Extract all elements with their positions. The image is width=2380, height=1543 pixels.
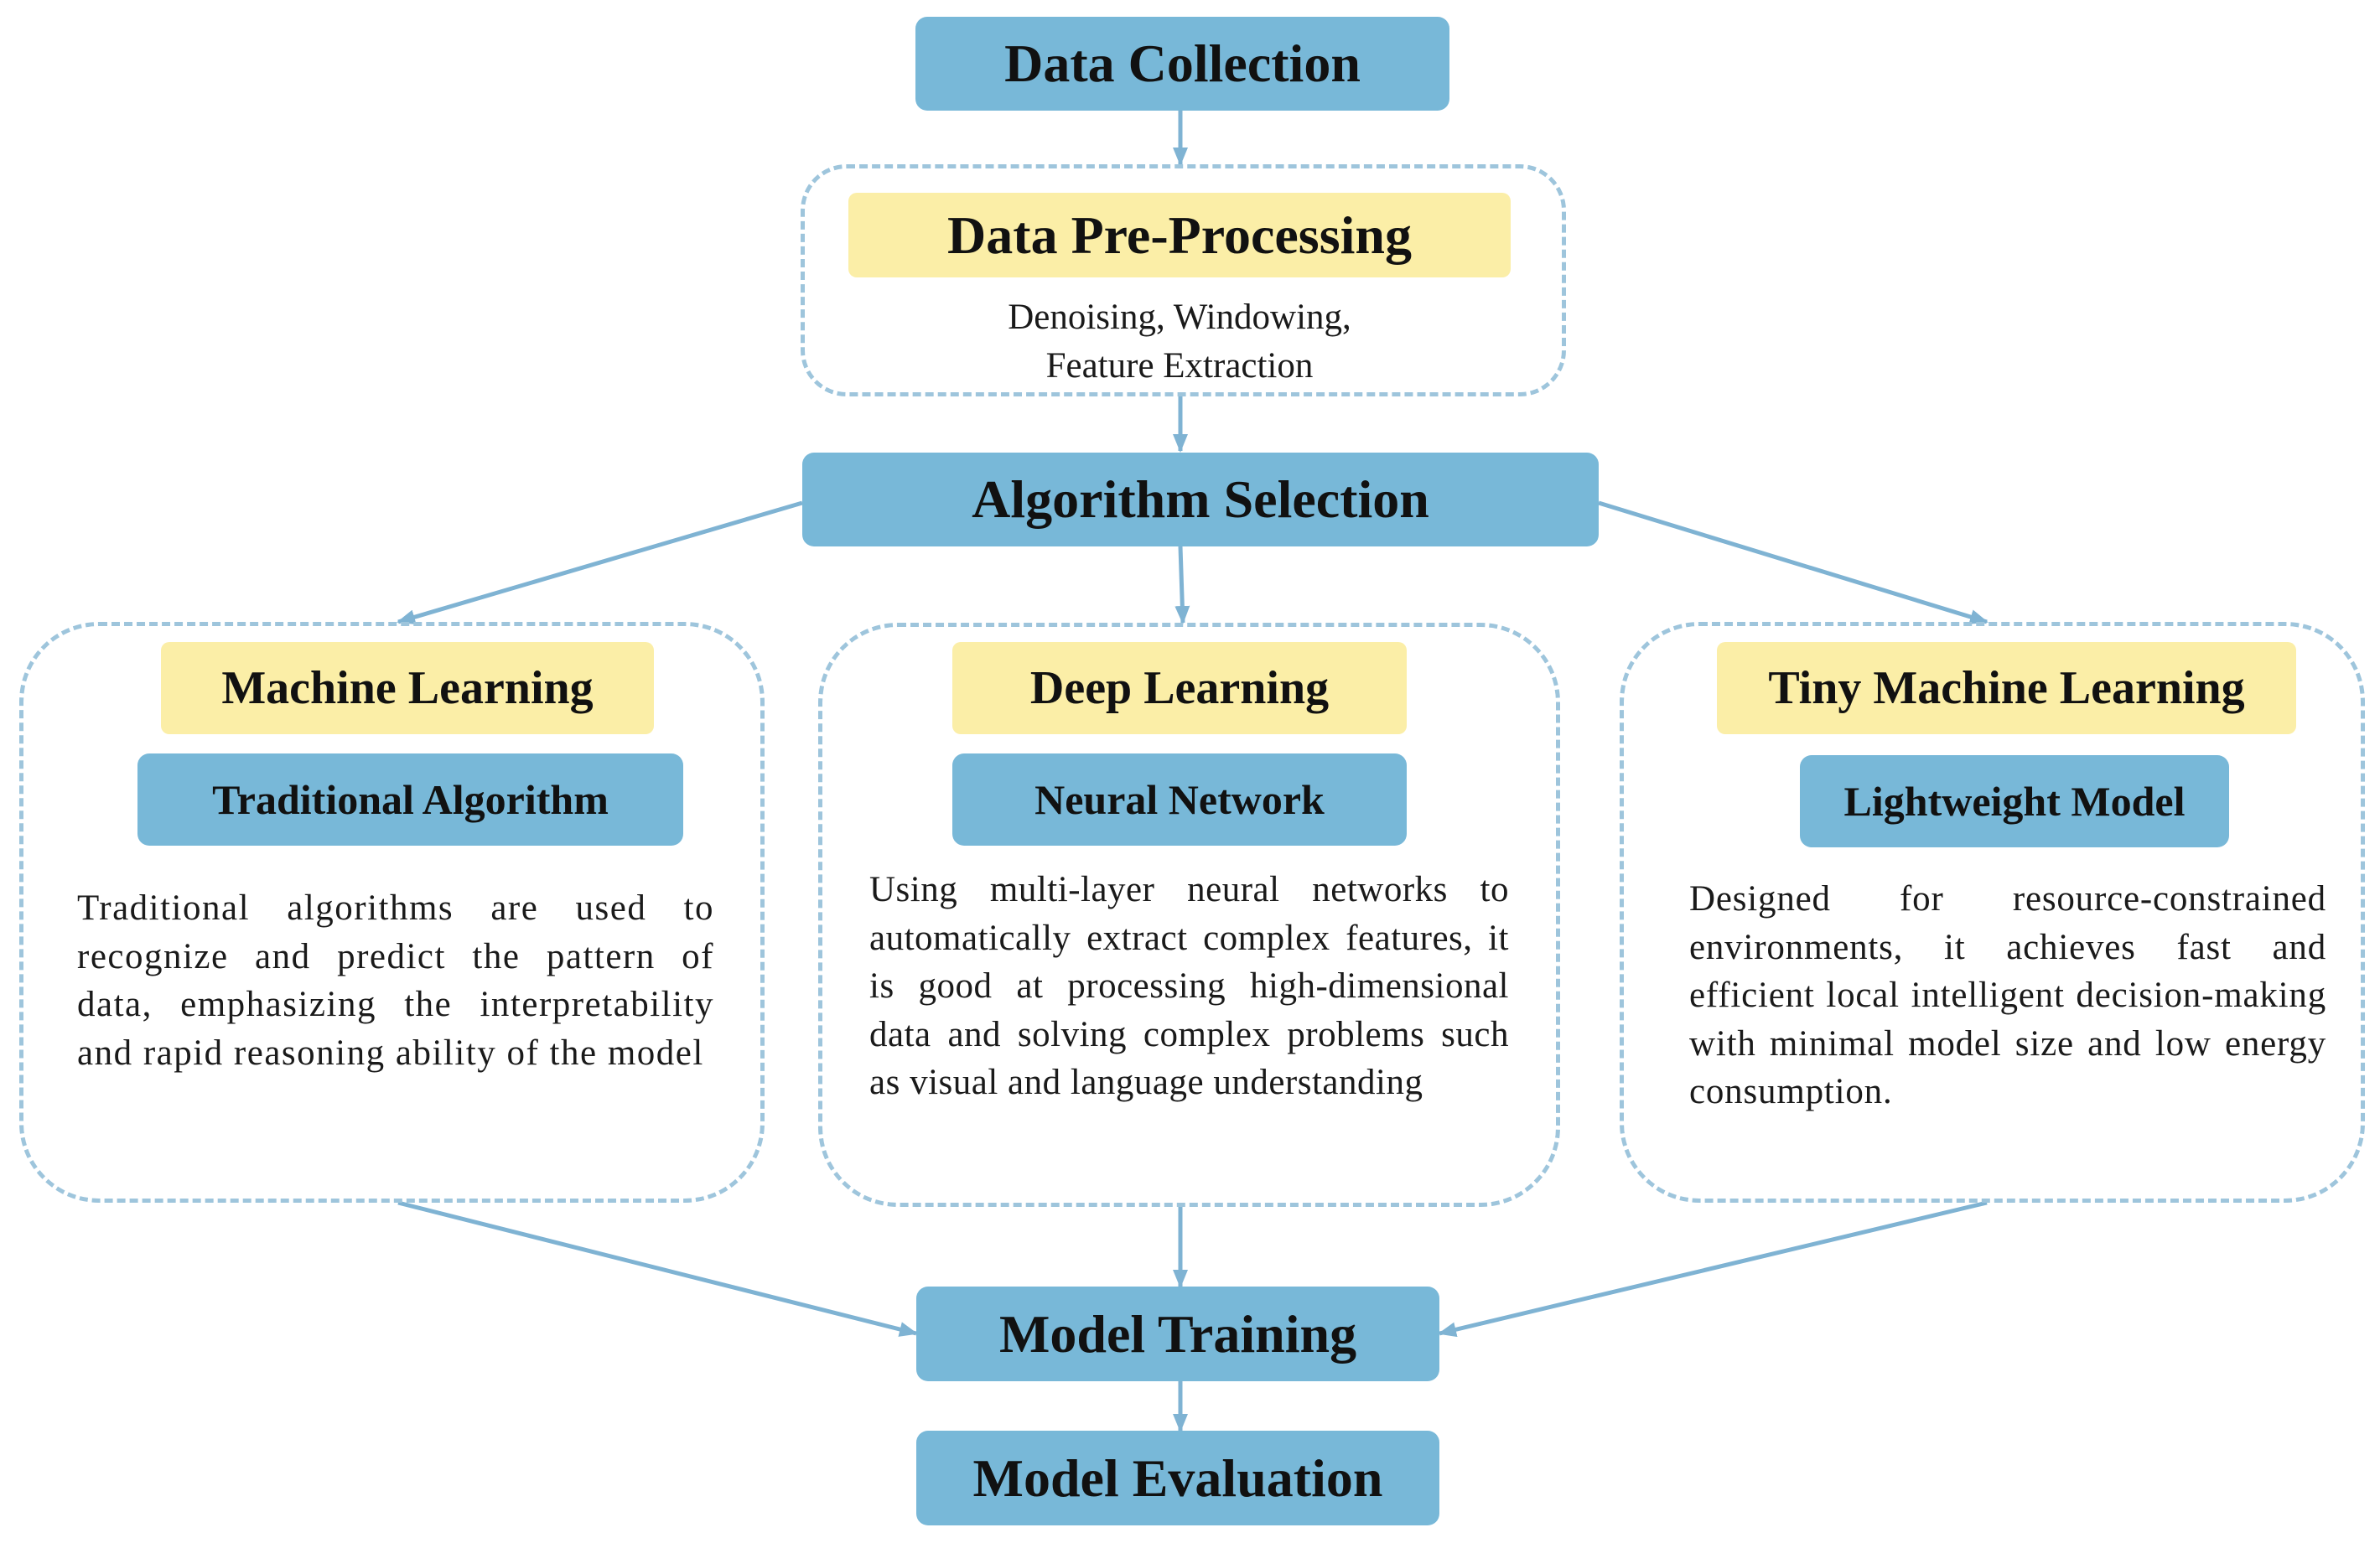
arrow-selection-to-dl — [1174, 546, 1190, 624]
arrow-tinyml-to-training — [1438, 1200, 1988, 1338]
arrow-selection-to-tinyml — [1598, 500, 1989, 624]
preprocessing-title: Data Pre-Processing — [947, 205, 1412, 265]
ml-method-box: Traditional Algorithm — [137, 753, 683, 846]
preprocessing-line-1: Denoising, Windowing, — [1008, 298, 1351, 337]
dl-category-box: Deep Learning — [952, 642, 1407, 734]
tinyml-group — [1620, 622, 2365, 1203]
model-training-box: Model Training — [916, 1287, 1439, 1381]
preprocessing-description: Denoising, Windowing, Feature Extraction — [848, 293, 1511, 390]
tinyml-method-box: Lightweight Model — [1800, 755, 2229, 847]
dl-method-label: Neural Network — [1034, 776, 1325, 823]
model-evaluation-box: Model Evaluation — [916, 1431, 1439, 1525]
dl-method-box: Neural Network — [952, 753, 1407, 846]
arrow-selection-to-ml — [397, 500, 803, 624]
preprocessing-group — [801, 164, 1566, 396]
dl-category-label: Deep Learning — [1029, 662, 1330, 714]
data-collection-label: Data Collection — [1004, 34, 1361, 93]
model-evaluation-label: Model Evaluation — [972, 1447, 1383, 1508]
ml-description: Traditional algorithms are used to recog… — [77, 888, 714, 1073]
tinyml-category-label: Tiny Machine Learning — [1768, 662, 2245, 714]
model-training-label: Model Training — [998, 1303, 1357, 1364]
algorithm-selection-label: Algorithm Selection — [972, 469, 1429, 529]
algorithm-selection-box: Algorithm Selection — [802, 453, 1599, 546]
preprocessing-title-box: Data Pre-Processing — [848, 193, 1511, 277]
ml-category-box: Machine Learning — [161, 642, 654, 734]
dl-description: Using multi-layer neural networks to aut… — [869, 870, 1509, 1102]
tinyml-description: Designed for resource-constrained enviro… — [1689, 879, 2326, 1111]
ml-group — [19, 622, 765, 1203]
preprocessing-line-2: Feature Extraction — [1045, 345, 1314, 386]
data-collection-box: Data Collection — [915, 17, 1449, 111]
tinyml-method-label: Lightweight Model — [1843, 778, 2186, 825]
ml-method-label: Traditional Algorithm — [212, 776, 609, 823]
arrow-ml-to-training — [397, 1200, 918, 1337]
ml-category-label: Machine Learning — [221, 662, 594, 714]
tinyml-category-box: Tiny Machine Learning — [1717, 642, 2296, 734]
dl-group — [818, 623, 1560, 1207]
